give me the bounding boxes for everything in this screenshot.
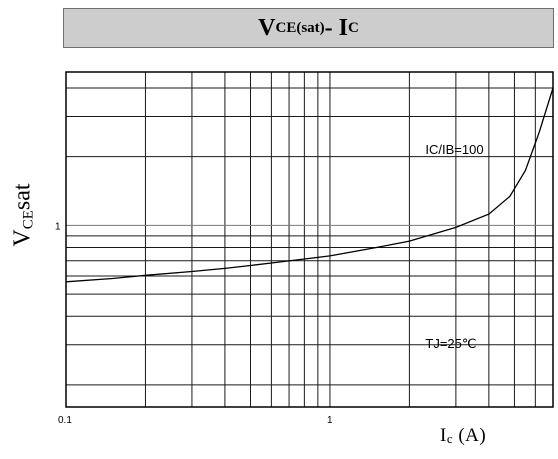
plot-frame <box>65 71 554 408</box>
series-line <box>65 87 554 283</box>
xlabel-rest: (A) <box>453 425 487 446</box>
xlabel-i: I <box>440 425 447 446</box>
title-v: V <box>258 14 276 41</box>
title-v-subscript: CE(sat) <box>275 19 325 36</box>
xlabel-subscript: c <box>446 431 454 446</box>
chart-annotation: IC/IB=100 <box>425 142 483 157</box>
chart-annotation: TJ=25℃ <box>425 336 476 351</box>
x-tick-label: 1 <box>327 415 333 426</box>
title-i: I <box>338 14 348 41</box>
x-axis-label: Ic (A) <box>440 425 486 447</box>
title-dash: - <box>324 14 339 41</box>
title-i-subscript: C <box>348 19 359 36</box>
x-tick-label: 0.1 <box>58 415 72 426</box>
y-tick-label: 1 <box>55 221 61 232</box>
